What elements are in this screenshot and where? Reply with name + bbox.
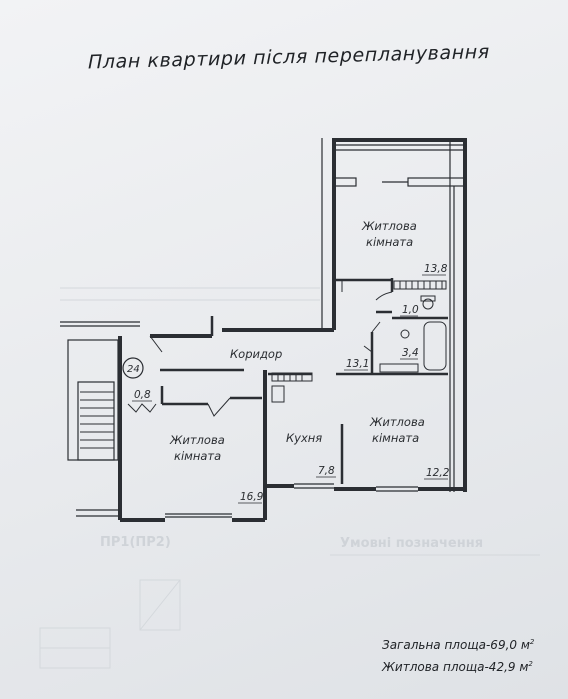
room-area-living-left: 16,9 [240,491,264,503]
fixtures [271,280,447,403]
room-name2-living-top: кімната [366,235,413,249]
area-underlines [132,274,448,504]
room-name-living-top: Житлова [361,219,417,233]
total-area-unit: 2 [529,638,535,646]
room-area-corridor: 13,1 [346,358,369,370]
living-area-text: Житлова площа-42,9 м [382,660,529,674]
room-area-kitchen: 7,8 [318,465,335,477]
living-area-unit: 2 [528,660,533,668]
room-name-corridor: Коридор [230,347,282,361]
living-area: Житлова площа-42,9 м2 [382,660,562,674]
room-name-kitchen: Кухня [286,431,322,445]
room-name2-living-right: кімната [372,431,419,445]
marker-label: 24 [127,364,140,375]
room-name2-living-left: кімната [174,449,221,463]
door-swings [127,280,393,417]
stamp-ghost: ПР1(ПР2) [100,535,171,550]
outer-walls [118,138,467,522]
room-name-living-left: Житлова [169,433,225,447]
stairs [80,391,114,449]
room-name-living-right: Житлова [369,415,425,429]
room-area-living-right: 12,2 [426,467,450,479]
wall-outlines [60,138,465,518]
ghost-lines [39,287,540,669]
room-area-toilet: 1,0 [402,304,419,316]
interior-walls [160,278,448,484]
room-area-bathroom: 3,4 [402,347,419,359]
room-area-closet: 0,8 [134,389,151,401]
marker-circle [122,357,144,379]
total-area-text: Загальна площа-69,0 м [382,638,530,652]
room-area-living-top: 13,8 [424,263,448,275]
total-area: Загальна площа-69,0 м2 [382,638,562,652]
legend-heading-ghost: Умовні позначення [340,536,483,551]
